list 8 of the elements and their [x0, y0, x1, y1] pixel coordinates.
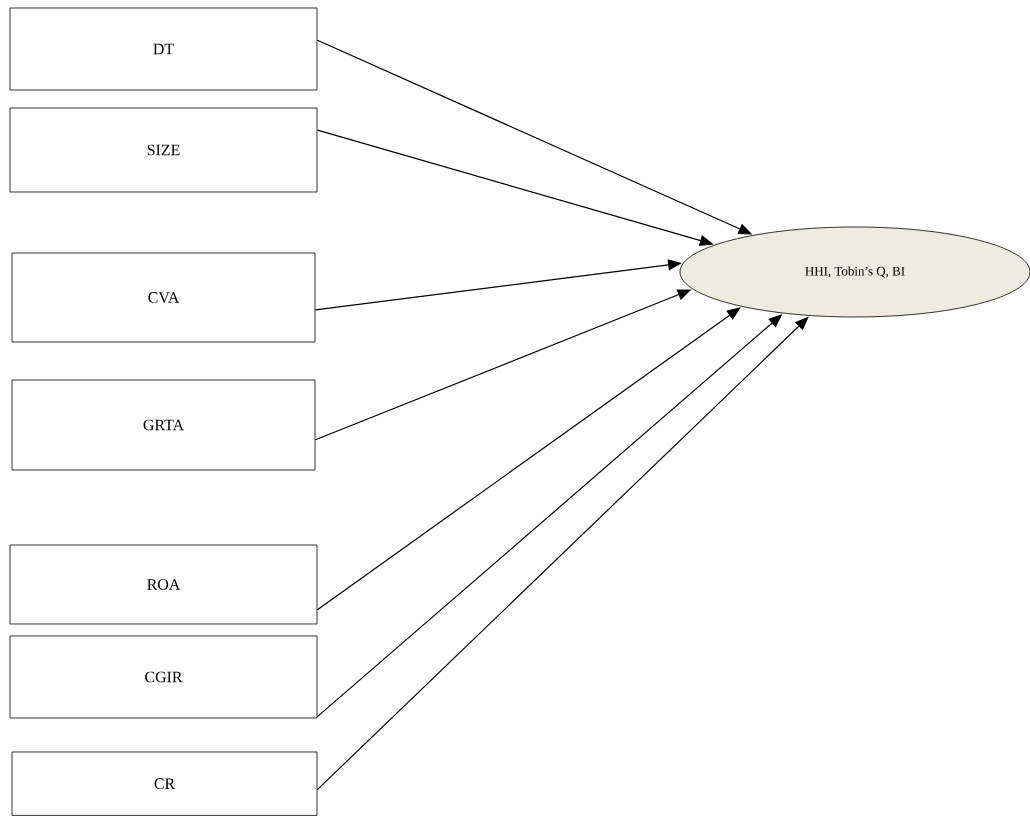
variable-box: ROA	[9, 544, 318, 625]
variable-box: CR	[11, 751, 318, 816]
variable-box: GRTA	[11, 379, 316, 471]
variable-box: CGIR	[9, 635, 318, 719]
variable-box: DT	[9, 7, 318, 91]
arrow	[316, 307, 741, 611]
variable-box: SIZE	[9, 107, 318, 193]
variable-box: CVA	[11, 252, 316, 343]
